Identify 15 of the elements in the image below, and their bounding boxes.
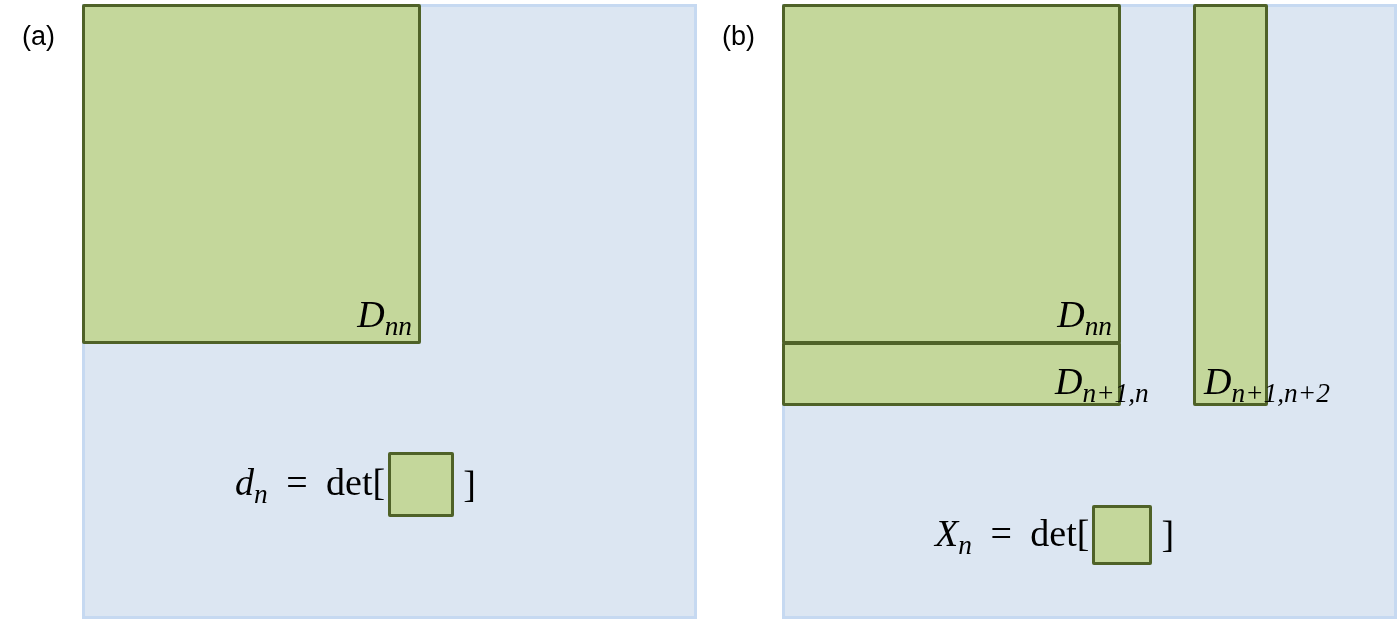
panel-label: (a): [22, 21, 55, 53]
matrix-panel: [82, 4, 697, 619]
bracket-text: ]: [463, 461, 476, 507]
formula-text: X$_{n}$ = det[: [935, 510, 1090, 560]
bracket-text: ]: [1161, 512, 1175, 558]
matrix-panel: [782, 4, 1397, 619]
matrix-label: D$_{nn}$: [1057, 292, 1112, 341]
matrix-label: D$_{n+1,n}$: [1055, 359, 1149, 408]
submatrix-block: [82, 4, 421, 344]
submatrix-block: [1092, 505, 1153, 565]
submatrix-block: [388, 452, 455, 517]
matrix-label: D$_{nn}$: [357, 292, 412, 341]
formula-text: d$_{n}$ = det[: [235, 460, 386, 509]
submatrix-block: [782, 4, 1121, 344]
panel-label: (b): [722, 21, 755, 53]
